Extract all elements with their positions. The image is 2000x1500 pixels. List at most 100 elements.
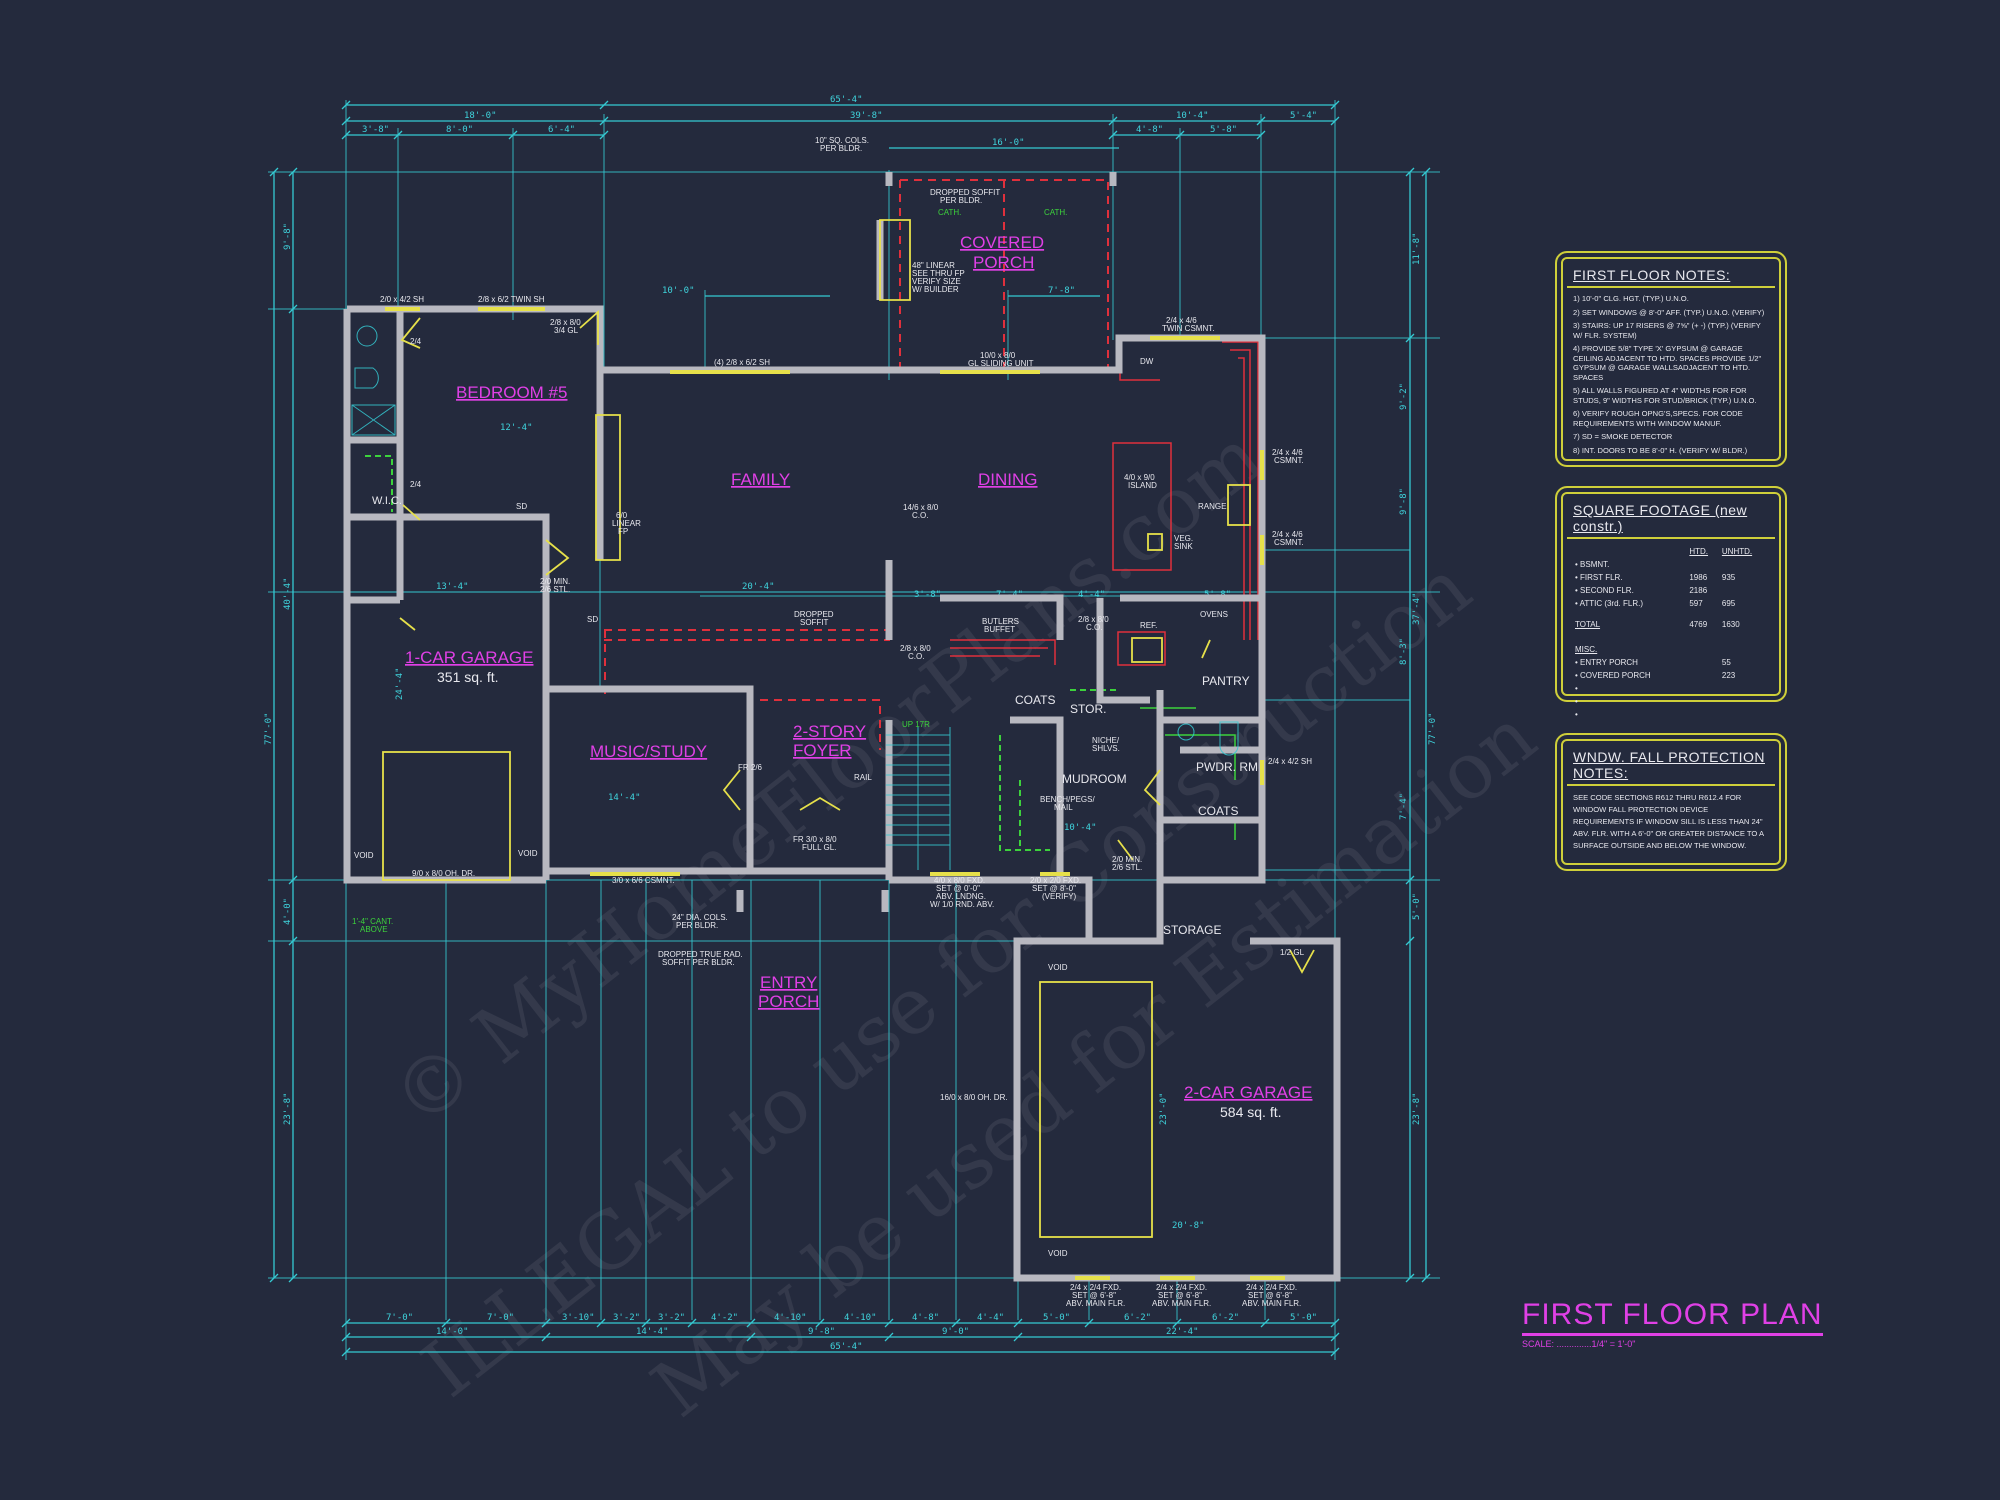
sf-misc-row: • (1573, 695, 1769, 708)
sf-misc-label: • ENTRY PORCH (1575, 658, 1638, 667)
room-mudroom: MUDROOM (1062, 772, 1127, 786)
window-callout: SET @ 0'-0" (936, 884, 980, 893)
window-fall-text: SEE CODE SECTIONS R612 THRU R612.4 FOR W… (1573, 793, 1764, 850)
window-callout: CSMNT. (1274, 456, 1304, 465)
stair-direction-label: UP 17R (902, 720, 930, 729)
sf-row: • FIRST FLR. 1986 935 (1573, 571, 1769, 584)
note-item: 8) INT. DOORS TO BE 8'-0" H. (VERIFY W/ … (1573, 445, 1748, 455)
notes-heading-text: FIRST FLOOR NOTES: (1573, 267, 1731, 283)
dim-bottom-overall: 65'-4" (830, 1342, 863, 1352)
cantilever-callout: 1'-4" CANT. (352, 917, 393, 926)
sf-total-htd: 4769 (1689, 620, 1708, 629)
door-callout: 2/6 STL. (1112, 863, 1142, 872)
dim-top: 5'-4" (1290, 111, 1317, 121)
soffit-lines (365, 179, 1259, 851)
square-footage-panel: SQUARE FOOTAGE (new constr.) HTD.UNHTD. … (1555, 486, 1787, 719)
window-callout: SET @ 6'-8" (1248, 1291, 1292, 1300)
cathedral-ceiling-label: CATH. (938, 208, 961, 217)
cantilever-callout: ABOVE (360, 925, 388, 934)
sf-unhtd: 695 (1721, 599, 1736, 608)
sf-htd: 1986 (1689, 573, 1708, 582)
window-callout: ABV. MAIN FLR. (1066, 1299, 1125, 1308)
note-item: 3) STAIRS: UP 17 RISERS @ 7⅝" (+ -) (TYP… (1573, 321, 1761, 340)
door-callout: 2/4 (410, 480, 422, 489)
window-callout: 2/8 x 6/2 TWIN SH (478, 295, 545, 304)
note-item: 7) SD = SMOKE DETECTOR (1573, 432, 1673, 441)
butlers-buffet-label: BUFFET (984, 625, 1015, 634)
window-callout: 2/4 x 4/6 (1272, 530, 1303, 539)
dim-bottom: 3'-10" (562, 1313, 595, 1323)
drawing-scale: SCALE: ..............1/4" = 1'-0" (1522, 1339, 1636, 1349)
sf-label: • ATTIC (3rd. FLR.) (1575, 599, 1643, 608)
dim-bottom: 7'-0" (487, 1313, 514, 1323)
sf-misc-heading: MISC. (1575, 645, 1598, 654)
window-callout: 2/4 x 4/6 (1166, 316, 1197, 325)
room-walk-in-closet: W.I.C. (372, 495, 402, 507)
dim-interior: 20'-4" (742, 582, 775, 592)
window-callout: 2/4 x 2/4 FXD. (1070, 1283, 1121, 1292)
column-callout: 24" DIA. COLS. (672, 913, 728, 922)
range (1227, 484, 1251, 526)
dim-left: 4'-0" (283, 898, 293, 925)
dim-bottom: 14'-0" (436, 1327, 469, 1337)
sf-unhtd: 935 (1721, 573, 1736, 582)
room-entry-porch: ENTRY (760, 973, 817, 992)
door-callout: 3/4 GL (554, 326, 579, 335)
garage-door-callout: 9/0 x 8/0 OH. DR. (412, 869, 475, 878)
dim-top: 6'-4" (548, 125, 575, 135)
ovens-label: OVENS (1200, 610, 1228, 619)
door-callout: 2/0 MIN. (1112, 855, 1142, 864)
dim-interior: 23'-0" (1159, 1092, 1169, 1125)
sf-label: • SECOND FLR. (1575, 586, 1634, 595)
col-unhtd: UNHTD. (1721, 547, 1753, 556)
range-label: RANGE (1198, 502, 1226, 511)
dim-porch-width: 16'-0" (992, 138, 1025, 148)
sf-misc-label: • (1575, 684, 1578, 693)
window-callout: SET @ 6'-8" (1158, 1291, 1202, 1300)
dim-bottom: 9'-0" (942, 1327, 969, 1337)
dishwasher-label: DW (1140, 357, 1154, 366)
dim-right-inner: 9'-8" (1399, 488, 1409, 515)
dim-right-overall: 77'-0" (1428, 712, 1438, 745)
sf-misc-label: • (1575, 710, 1578, 719)
dim-top: 8'-0" (446, 125, 473, 135)
fireplace-callout: FP (618, 527, 628, 536)
soffit-callout: SOFFIT PER BLDR. (662, 958, 735, 967)
opening-callout: C.O. (1086, 623, 1102, 632)
smoke-detector: SD (587, 615, 598, 624)
dim-top: 18'-0" (464, 111, 497, 121)
dim-bottom: 4'-10" (844, 1313, 877, 1323)
square-footage-heading: SQUARE FOOTAGE (new constr.) (1567, 498, 1775, 539)
two-car-garage-door (1039, 981, 1153, 1238)
dim-bottom: 4'-8" (912, 1313, 939, 1323)
room-2-car-garage: 2-CAR GARAGE (1184, 1083, 1312, 1102)
sf-label: • BSMNT. (1575, 560, 1610, 569)
watermark: © MyHomeFloorPlans.com ILLEGAL to use fo… (376, 412, 1552, 1435)
sf-htd: 597 (1689, 599, 1703, 608)
soffit-callout: PER BLDR. (940, 196, 982, 205)
room-pantry: PANTRY (1202, 674, 1250, 688)
door-callout: 2/0 MIN. (540, 577, 570, 586)
window-callout: (VERIFY) (1042, 892, 1077, 901)
room-powder: PWDR. RM (1196, 760, 1258, 774)
refrigerator (1131, 637, 1163, 663)
windows (382, 219, 1315, 1280)
first-floor-notes-panel: FIRST FLOOR NOTES: 1) 10'-0" CLG. HGT. (… (1555, 251, 1787, 467)
sf-unhtd (1720, 558, 1769, 571)
note-item: 5) ALL WALLS FIGURED AT 4" WIDTHS FOR FO… (1573, 386, 1757, 405)
dim-left: 9'-8" (283, 223, 293, 250)
fireplace-callout: VERIFY SIZE (912, 277, 961, 286)
void-label: VOID (354, 851, 374, 860)
cathedral-ceiling-label: CATH. (1044, 208, 1067, 217)
dim-top: 39'-8" (850, 111, 883, 121)
dim-right: 23'-8" (1412, 1092, 1422, 1125)
sf-label: • FIRST FLR. (1575, 573, 1623, 582)
room-entry-porch: PORCH (758, 992, 819, 1011)
fireplace-callout: 6/0 (616, 511, 628, 520)
sf-misc-label: • COVERED PORCH (1575, 671, 1651, 680)
window-callout: 4/0 x 8/0 FXD. (934, 876, 985, 885)
square-footage-heading-text: SQUARE FOOTAGE (new constr.) (1573, 502, 1748, 534)
